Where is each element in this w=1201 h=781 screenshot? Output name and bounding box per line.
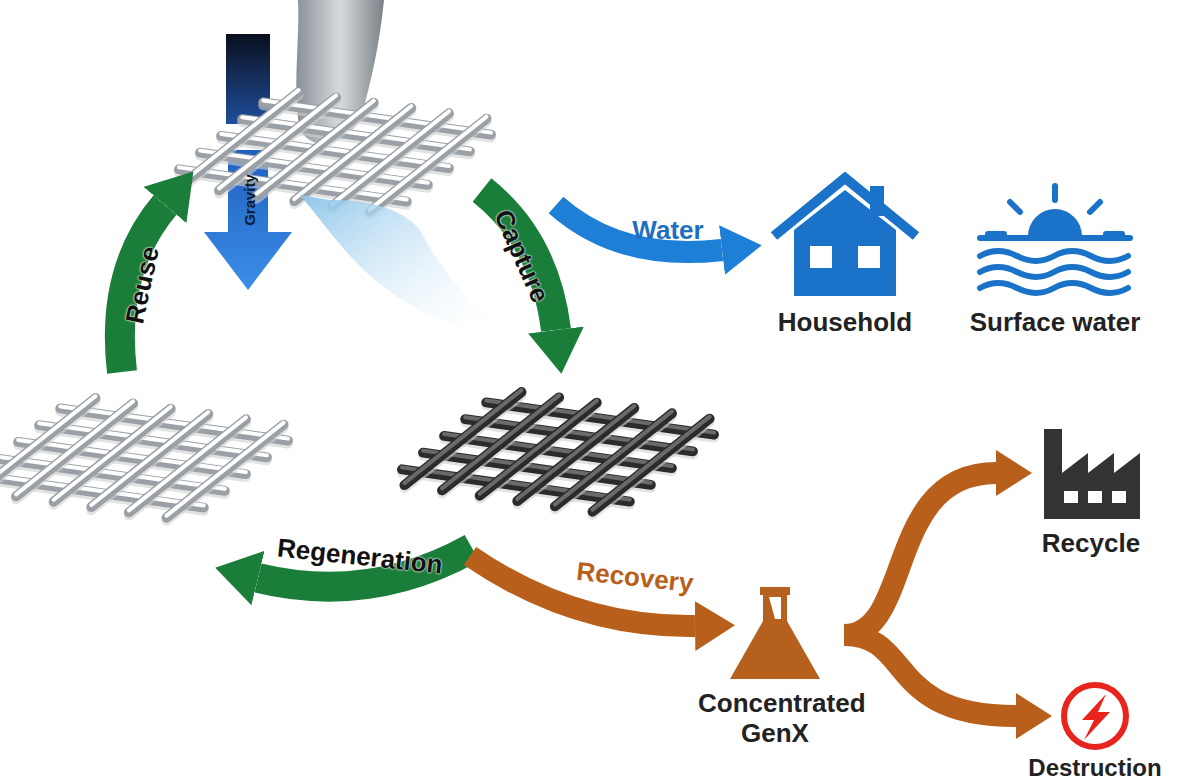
arrow-label: Recovery — [575, 558, 694, 596]
capture-arrow — [482, 190, 556, 330]
gravity-bar — [226, 34, 270, 124]
water-splash — [300, 195, 490, 325]
icon-node: Household — [761, 172, 929, 338]
node-label: Recycle — [1012, 529, 1170, 559]
branch-arrow — [844, 473, 996, 635]
node-icon — [720, 585, 830, 685]
water-arrow — [556, 205, 722, 252]
arrow-label: Gravity — [242, 174, 257, 226]
arrow-label: Water — [632, 217, 703, 243]
recovery-arrow — [470, 556, 695, 626]
icon-node: Concentrated GenX — [698, 585, 852, 749]
node-label: Household — [761, 308, 929, 338]
node-label: Destruction — [996, 754, 1194, 781]
node-icon — [770, 172, 920, 300]
node-icon — [970, 182, 1140, 300]
node-label: Concentrated GenX — [698, 689, 852, 749]
icon-node: Surface water — [944, 182, 1166, 338]
node-label: Surface water — [944, 308, 1166, 338]
icon-node: Destruction — [996, 680, 1194, 781]
mesh — [179, 90, 491, 215]
mesh — [0, 396, 288, 521]
mesh — [402, 390, 714, 515]
reuse-arrow — [120, 205, 165, 372]
node-icon — [1056, 680, 1134, 752]
node-icon — [1036, 425, 1146, 521]
branch-arrow — [844, 635, 1016, 716]
icon-node: Recycle — [1012, 425, 1170, 559]
